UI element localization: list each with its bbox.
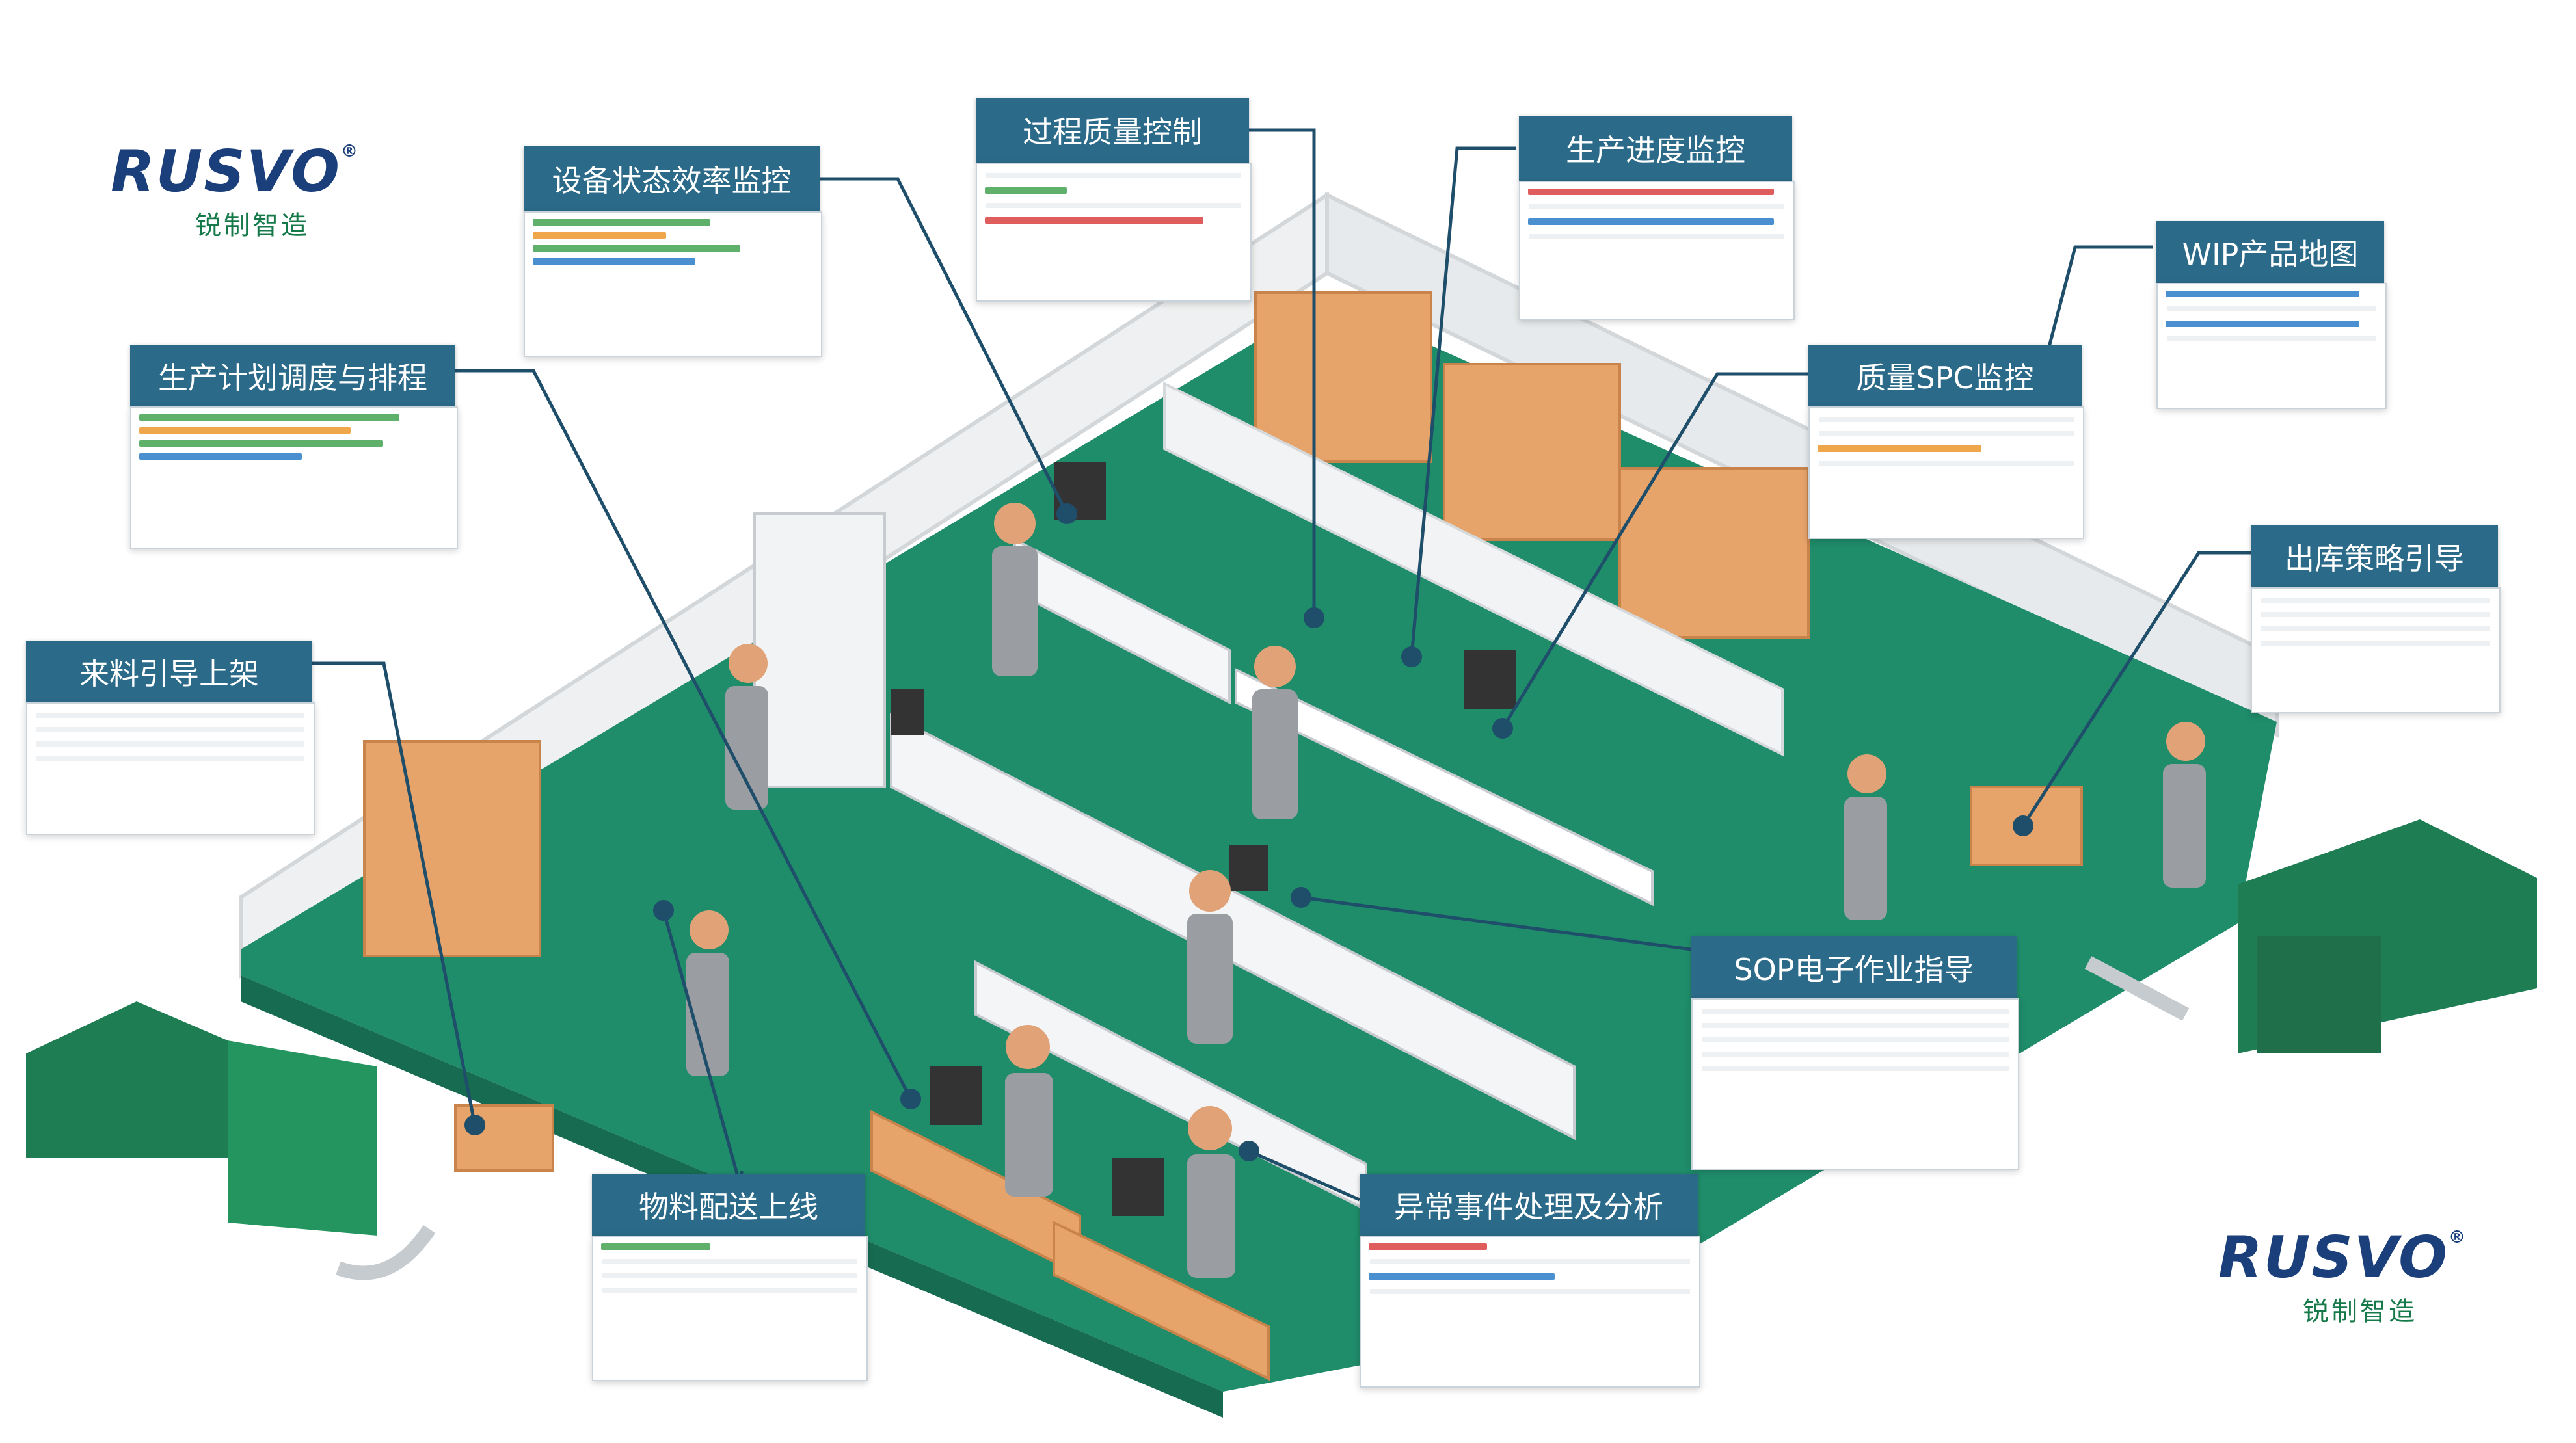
label-material-delivery: 物料配送上线: [592, 1174, 865, 1236]
label-equipment-efficiency: 设备状态效率监控: [524, 146, 820, 211]
arrow-icon: [336, 1225, 436, 1280]
box-icon: [363, 291, 2083, 1172]
label-production-plan: 生产计划调度与排程: [130, 345, 455, 406]
label-process-quality: 过程质量控制: [976, 98, 1249, 163]
panel-production-plan: [130, 406, 458, 549]
label-wip-map: WIP产品地图: [2156, 221, 2384, 283]
monitor-icon: [891, 462, 1516, 1216]
connector-lines: [312, 128, 2251, 1202]
panel-spc-monitor: [1808, 406, 2084, 539]
panel-outbound-strategy: [2251, 587, 2501, 713]
panel-equipment-efficiency: [524, 211, 822, 357]
panel-production-progress: [1519, 181, 1795, 320]
connector-dots: [464, 503, 2033, 1161]
panel-process-quality: [976, 163, 1252, 302]
panel-material-delivery: [592, 1236, 868, 1381]
label-spc-monitor: 质量SPC监控: [1808, 345, 2082, 406]
worker-icon: [686, 503, 2206, 1278]
label-production-progress: 生产进度监控: [1519, 116, 1792, 181]
truck-icon: [26, 819, 2537, 1236]
panel-incoming-guide: [26, 702, 315, 835]
logo-text: RUSVO: [111, 138, 341, 205]
label-incoming-guide: 来料引导上架: [26, 641, 312, 702]
logo-subtitle: 锐制智造: [195, 211, 310, 241]
brand-logo-top: RUSVO® 锐制智造: [111, 138, 359, 241]
label-sop-guide: SOP电子作业指导: [1691, 936, 2017, 998]
logo-subtitle: 锐制智造: [2303, 1297, 2417, 1327]
panel-wip-map: [2156, 283, 2387, 409]
rack-wall: [1163, 381, 1784, 757]
logo-text: RUSVO: [2218, 1224, 2449, 1291]
label-exception-analysis: 异常事件处理及分析: [1360, 1174, 1698, 1236]
label-outbound-strategy: 出库策略引导: [2251, 525, 2498, 587]
panel-exception-analysis: [1360, 1236, 1700, 1388]
workbench: [1053, 1220, 1270, 1381]
brand-logo-bottom: RUSVO® 锐制智造: [2218, 1224, 2467, 1327]
arrow-icon: [2084, 956, 2190, 1021]
panel-sop-guide: [1691, 998, 2019, 1170]
